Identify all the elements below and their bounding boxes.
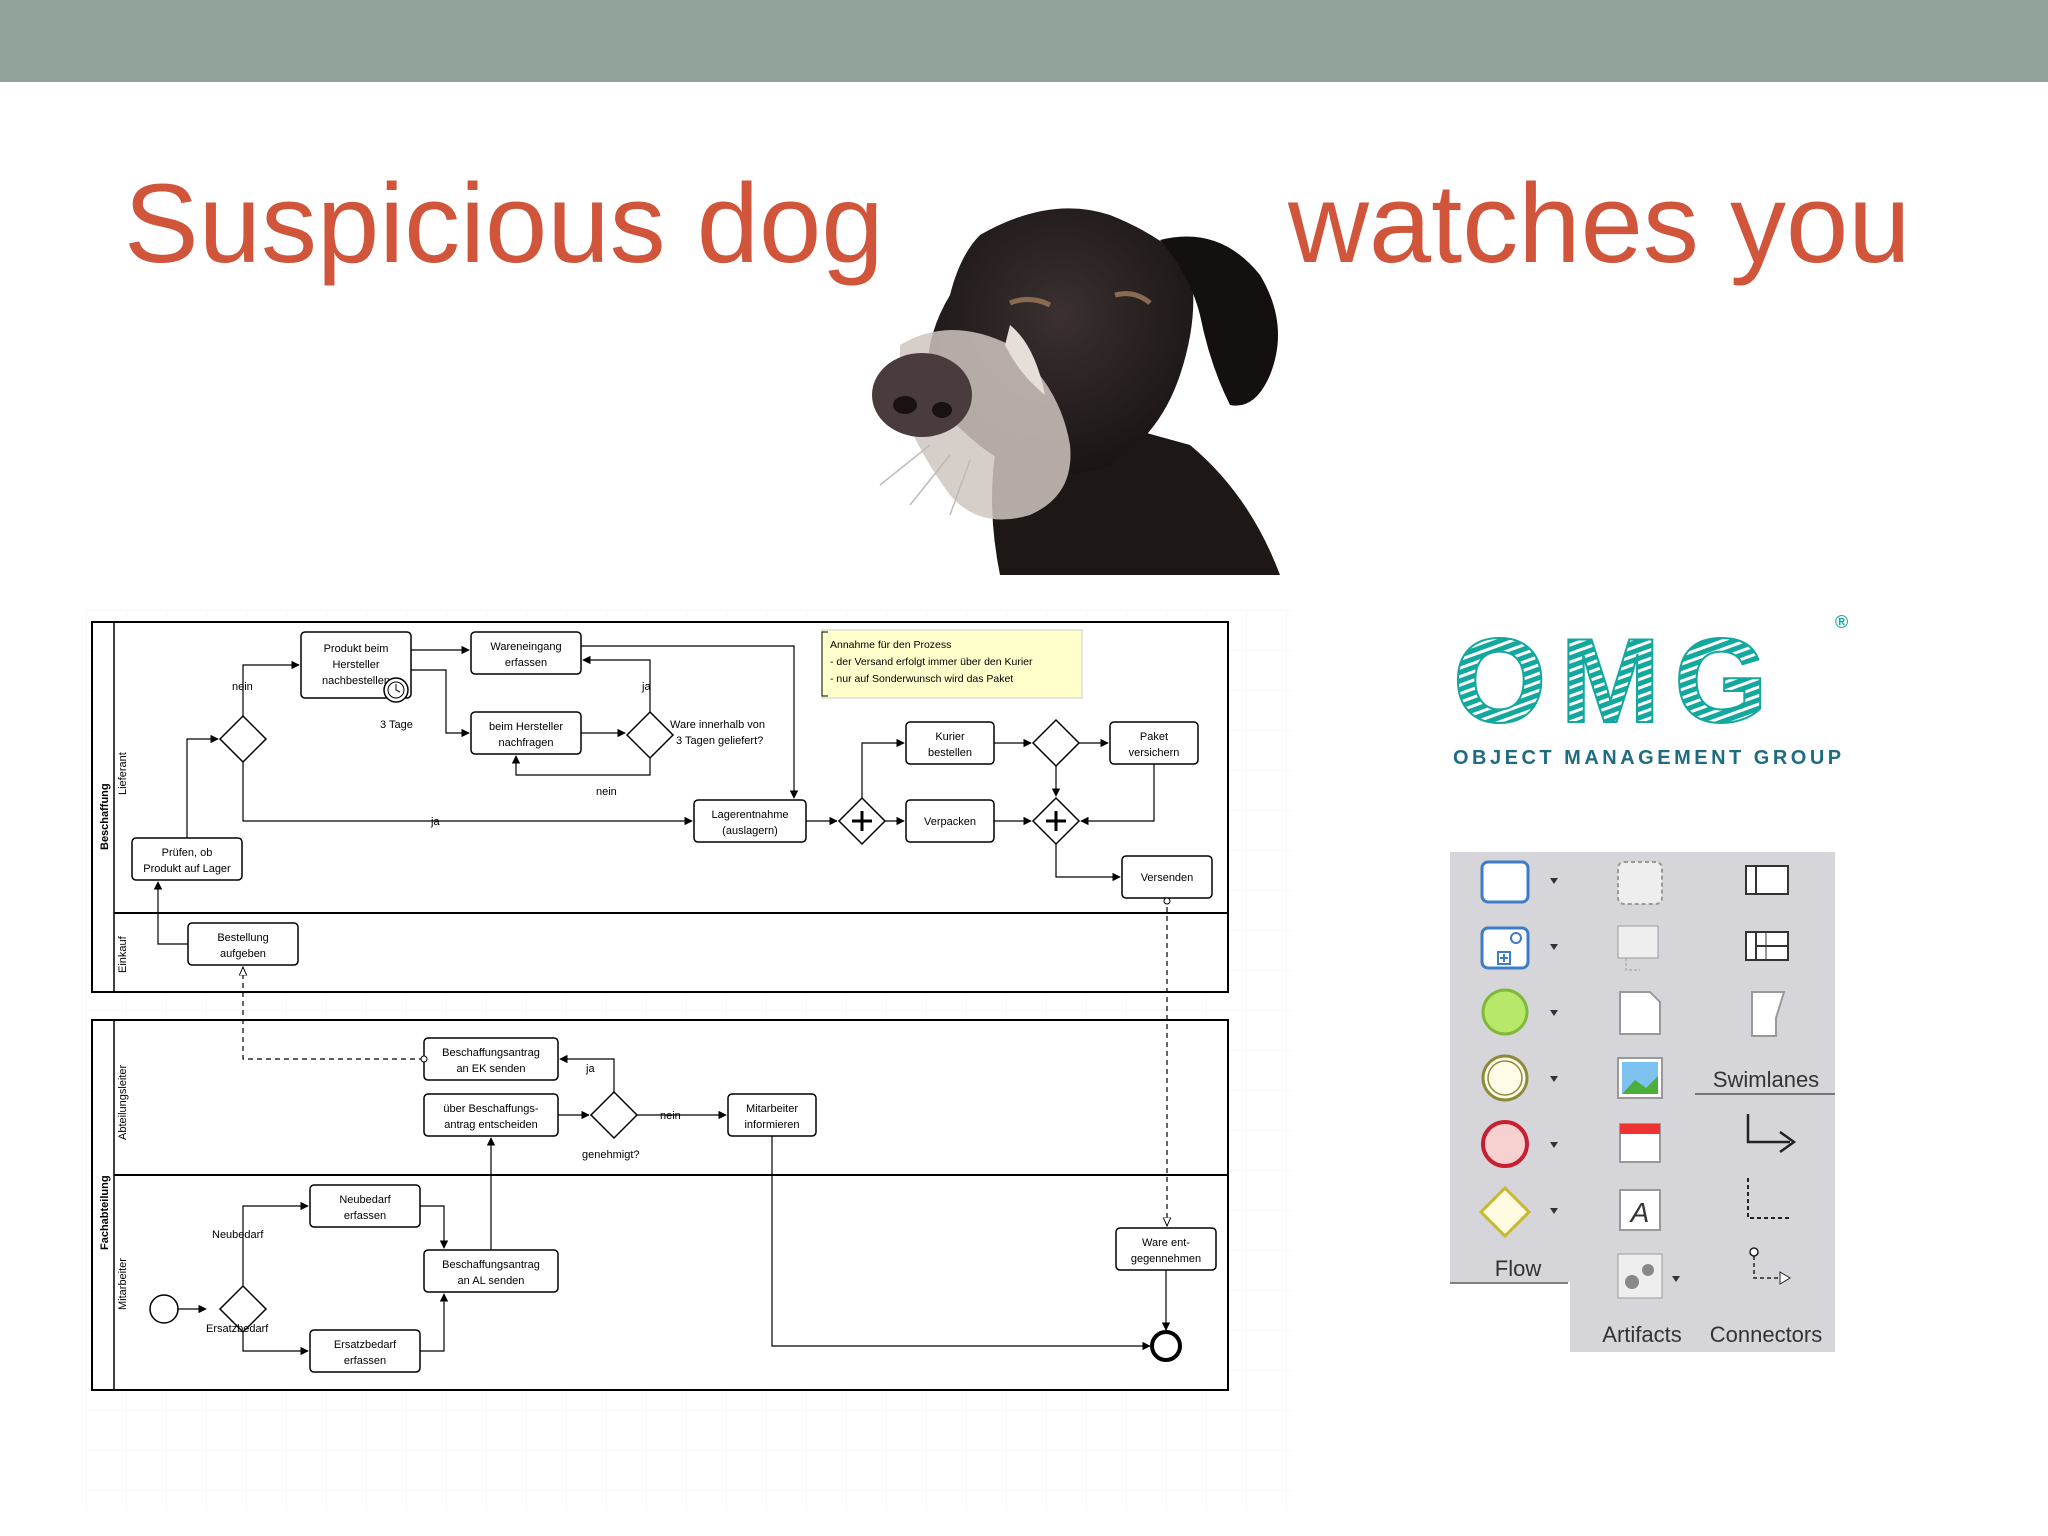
task-label: nachfragen — [498, 737, 553, 749]
bpmn-palette: Flow Artifacts Swimlanes Connectors — [1450, 852, 1840, 1352]
lane-label: Abteilungsleiter — [117, 1064, 129, 1140]
flow-label: nein — [232, 681, 253, 693]
image-icon[interactable] — [1617, 1057, 1663, 1099]
task-label: Prüfen, ob — [162, 847, 213, 859]
task-label: Bestellung — [217, 932, 268, 944]
omg-registered: ® — [1835, 612, 1848, 632]
browser-icon[interactable] — [1619, 1123, 1661, 1163]
flow-label: ja — [430, 816, 440, 828]
flow-label: Neubedarf — [212, 1229, 264, 1241]
pool-label: Beschaffung — [99, 783, 111, 850]
task-icon[interactable] — [1480, 860, 1558, 904]
annotation-line: - nur auf Sonderwunsch wird das Paket — [830, 673, 1013, 685]
slide-title-left: Suspicious dog — [124, 161, 884, 286]
lane-icon[interactable] — [1745, 931, 1789, 961]
task-label: an EK senden — [456, 1063, 525, 1075]
annotation-line: - der Versand erfolgt immer über den Kur… — [830, 656, 1033, 668]
omg-letters: OMG — [1453, 614, 1782, 748]
task-label: Beschaffungsantrag — [442, 1047, 540, 1059]
task-label: beim Hersteller — [489, 721, 563, 733]
task-label: Neubedarf — [339, 1194, 391, 1206]
flow-label: 3 Tagen geliefert? — [676, 735, 763, 747]
omg-logo: OMG ® OBJECT MANAGEMENT GROUP — [1452, 612, 1848, 769]
bpmn-diagram: Beschaffung Lieferant Einkauf Fachabteil… — [86, 610, 1292, 1510]
task-label: Produkt auf Lager — [143, 863, 231, 875]
message-flow-icon[interactable] — [1749, 1247, 1791, 1285]
task-label: an AL senden — [458, 1275, 525, 1287]
gateway-icon[interactable] — [1478, 1185, 1558, 1239]
end-event-icon[interactable] — [1481, 1120, 1558, 1168]
pool-icon[interactable] — [1745, 865, 1789, 895]
flow-label: 3 Tage — [380, 719, 413, 731]
palette-group-connectors: Connectors — [1710, 1322, 1823, 1347]
flow-label: ja — [641, 681, 651, 693]
dog-image — [872, 208, 1280, 575]
task-label: aufgeben — [220, 948, 266, 960]
gears-icon[interactable] — [1617, 1253, 1680, 1299]
slide-title-right: watches you — [1288, 161, 1911, 286]
omg-name: OBJECT MANAGEMENT GROUP — [1453, 747, 1845, 769]
task-label: Beschaffungsantrag — [442, 1259, 540, 1271]
lane-label: Einkauf — [117, 935, 129, 973]
task-label: über Beschaffungs- — [443, 1103, 539, 1115]
page-icon[interactable] — [1751, 991, 1786, 1037]
task-label: erfassen — [344, 1355, 386, 1367]
flow-label: ja — [585, 1063, 595, 1075]
sequence-flow-icon[interactable] — [1746, 1114, 1797, 1154]
lane-label: Lieferant — [117, 752, 129, 795]
task-label: informieren — [744, 1119, 799, 1131]
start-event — [149, 1294, 179, 1324]
palette-group-flow: Flow — [1495, 1256, 1542, 1281]
pool-label: Fachabteilung — [99, 1175, 111, 1250]
task-label: Versenden — [1141, 872, 1194, 884]
task-label: Wareneingang — [490, 641, 561, 653]
top-bar — [0, 0, 2048, 82]
flow-label: nein — [596, 786, 617, 798]
task-label: erfassen — [344, 1210, 386, 1222]
pool-fachabteilung: Fachabteilung Abteilungsleiter Mitarbeit… — [91, 1019, 1229, 1391]
data-object-icon[interactable] — [1619, 991, 1661, 1035]
task-label: Kurier — [935, 731, 965, 743]
task-label: versichern — [1129, 747, 1180, 759]
task-label: nachbestellen — [322, 675, 390, 687]
palette-group-artifacts: Artifacts — [1602, 1322, 1681, 1347]
flow-label: genehmigt? — [582, 1149, 640, 1161]
gateway — [589, 1090, 639, 1140]
task-label: (auslagern) — [722, 825, 778, 837]
task-label: Paket — [1140, 731, 1168, 743]
end-event — [1150, 1330, 1182, 1362]
task-label: Verpacken — [924, 816, 976, 828]
subprocess-icon[interactable] — [1480, 926, 1558, 970]
annotation-icon[interactable] — [1617, 925, 1659, 971]
task-label: gegennehmen — [1131, 1253, 1201, 1265]
text-icon[interactable]: A — [1619, 1189, 1661, 1231]
task-label: Ersatzbedarf — [334, 1339, 397, 1351]
task-label: erfassen — [505, 657, 547, 669]
svg-text:A: A — [1629, 1197, 1650, 1228]
task-label: Lagerentnahme — [711, 809, 788, 821]
flow-label: Ersatzbedarf — [206, 1323, 269, 1335]
palette-group-swimlanes: Swimlanes — [1713, 1067, 1819, 1092]
task-label: Hersteller — [332, 659, 379, 671]
flow-label: nein — [660, 1110, 681, 1122]
annotation — [821, 629, 1083, 699]
group-icon[interactable] — [1617, 861, 1663, 905]
annotation-line: Annahme für den Prozess — [830, 639, 951, 651]
lane-label: Mitarbeiter — [117, 1258, 129, 1310]
task-label: Mitarbeiter — [746, 1103, 798, 1115]
flow-label: Ware innerhalb von — [670, 719, 765, 731]
task-label: bestellen — [928, 747, 972, 759]
task-label: Ware ent- — [1142, 1237, 1190, 1249]
task-label: antrag entscheiden — [444, 1119, 538, 1131]
task-label: Produkt beim — [324, 643, 389, 655]
intermediate-event-icon[interactable] — [1481, 1054, 1558, 1102]
start-event-icon[interactable] — [1481, 988, 1558, 1036]
